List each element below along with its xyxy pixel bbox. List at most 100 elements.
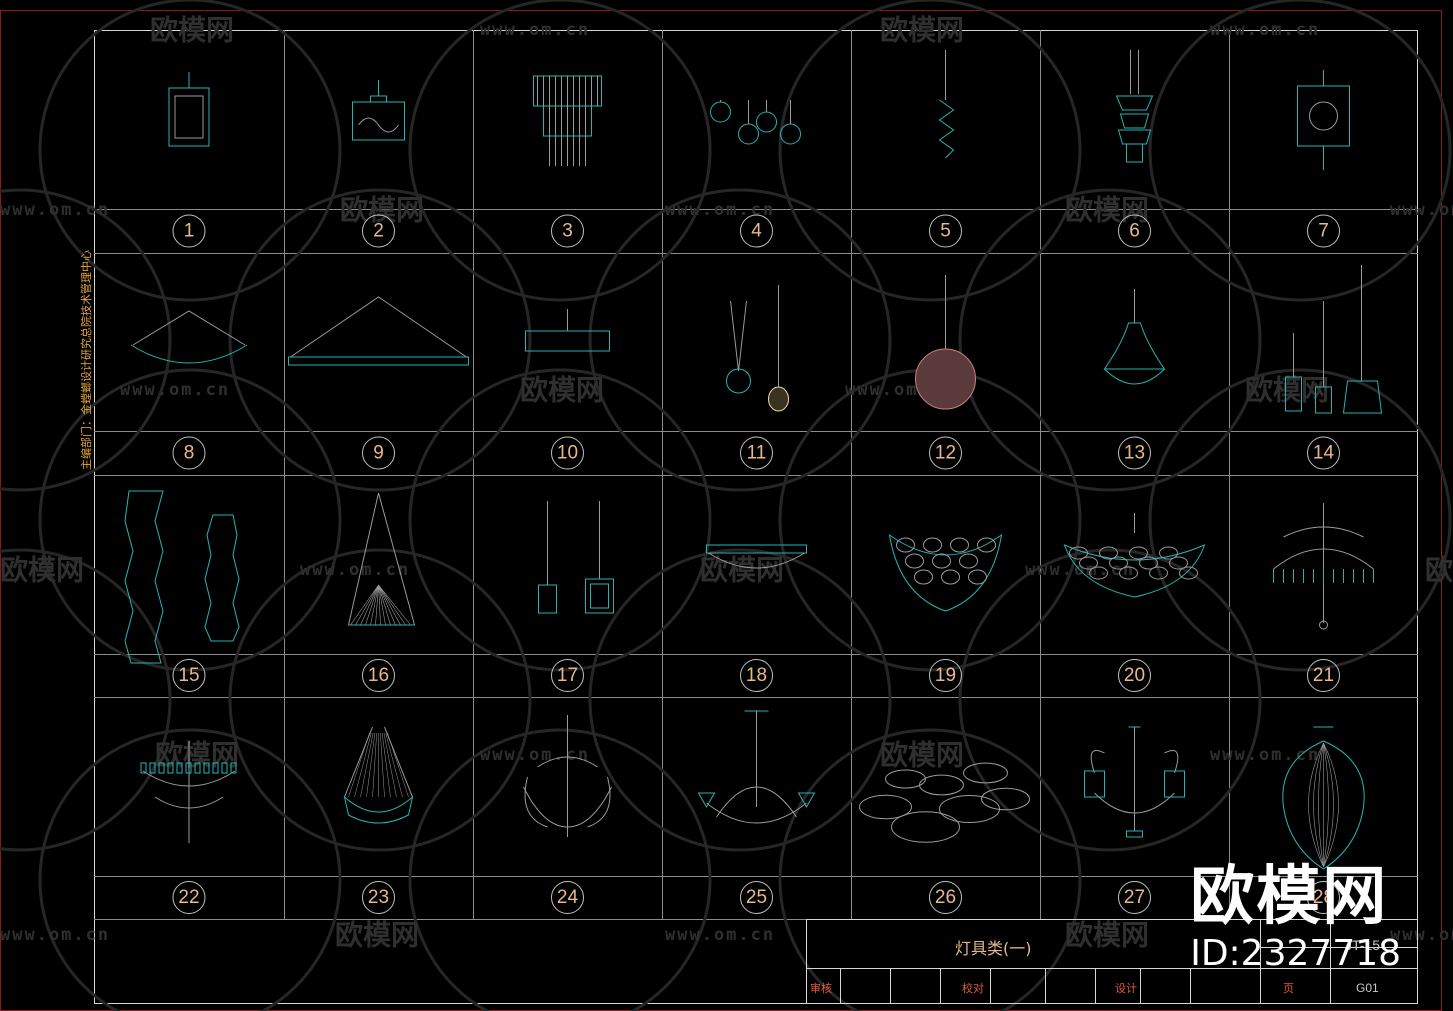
spiral-pendant-icon [938, 50, 955, 159]
fixture-cell: 28 [1282, 726, 1365, 914]
fixture-number-circle [172, 214, 206, 248]
fixture-number: 14 [1313, 443, 1335, 464]
watermark-url: www.om.cn [0, 925, 110, 945]
chinese-lantern-icon [1297, 70, 1350, 170]
fixture-number: 25 [746, 887, 767, 908]
flush-drum-icon [706, 544, 807, 569]
fixture-number-circle [740, 436, 773, 470]
watermark-brand: 欧模网 [1425, 554, 1453, 587]
fixture-number: 24 [557, 887, 579, 908]
bell-pendant-icon [1103, 289, 1166, 385]
fixture-number-circle [740, 659, 773, 692]
fixture-number: 7 [1318, 221, 1329, 242]
box-lantern-icon [352, 80, 405, 141]
crystal-cascade-icon [343, 726, 414, 824]
watermark-brand: 欧模网 [1245, 374, 1329, 407]
fixture-number: 5 [940, 221, 951, 242]
fixture-number: 18 [746, 665, 767, 686]
check-label: 校对 [962, 982, 984, 995]
review-label: 审核 [810, 982, 832, 995]
drawing-frame [94, 30, 1418, 1004]
fixture-cell: 9 [288, 296, 469, 470]
brand-id: ID:2327718 [1190, 933, 1401, 974]
sphere-pendant-icon [915, 275, 976, 410]
linear-box-icon [525, 309, 610, 352]
watermark-brand: 欧模网 [1065, 194, 1149, 227]
fixture-cell: 8 [130, 310, 248, 470]
watermark-url: www.om.cn [1210, 745, 1320, 765]
watermark-brand: 欧模网 [700, 554, 784, 587]
fixture-number-circle [929, 659, 962, 692]
scroll-chandelier-icon [523, 715, 612, 837]
watermark-url: www.om.cn [665, 200, 775, 220]
fixture-number: 27 [1124, 887, 1145, 908]
fixture-number-circle [1307, 214, 1340, 248]
fixture-cell: 1 [168, 72, 210, 248]
fixture-number-circle [362, 881, 395, 914]
paper-column-icon [124, 490, 240, 664]
glass-orb-pendant-icon [726, 285, 789, 412]
fixture-number: 20 [1124, 665, 1145, 686]
watermark-url: www.om.cn [0, 200, 110, 220]
fixture-number: 22 [178, 887, 199, 908]
fixture-number: 1 [184, 221, 195, 242]
fixture-cell: 24 [523, 715, 612, 914]
watermark-brand: 欧模网 [0, 554, 84, 587]
fixture-cell: 12 [915, 275, 976, 470]
fixture-number-circle [1118, 659, 1151, 692]
fixture-number-circle [362, 436, 395, 470]
watermark-url: www.om.cn [120, 380, 230, 400]
fixture-cell: 6 [1115, 50, 1154, 248]
fixture-number-circle [362, 659, 395, 692]
fixture-number: 6 [1129, 221, 1140, 242]
fixture-cell: 19 [888, 533, 1003, 692]
fixture-cell: 22 [140, 741, 237, 914]
fixture-number-circle [1118, 214, 1151, 248]
fixture-number: 17 [557, 665, 578, 686]
fixture-number-circle [740, 881, 773, 914]
watermark-url: www.om.cn [480, 745, 590, 765]
watermark-brand: 欧模网 [880, 14, 964, 47]
pagoda-pendant-icon [1115, 50, 1154, 163]
fixture-number: 12 [935, 443, 956, 464]
fixture-number-circle [551, 214, 584, 248]
brand-badge: 欧模网 ID:2327718 [1190, 862, 1401, 974]
tiered-crystal-icon [533, 75, 602, 166]
title-block [806, 919, 1418, 1004]
fixture-number: 8 [184, 443, 195, 464]
watermark-url: www.om.cn [1025, 560, 1135, 580]
petal-basin-icon [1063, 513, 1206, 598]
fixture-cell: 15 [124, 490, 240, 692]
watermark-url: www.om.cn [1210, 20, 1320, 40]
fixture-cell: 11 [726, 285, 789, 470]
fixture-cell: 25 [697, 710, 816, 914]
fixture-number: 4 [751, 221, 762, 242]
mesh-cocoon-icon [1282, 726, 1365, 870]
fixture-number-circle [172, 436, 206, 470]
fixture-number: 16 [368, 665, 389, 686]
watermark-brand: 欧模网 [520, 374, 604, 407]
fixture-number-circle [1307, 881, 1340, 914]
fixture-number-circle [551, 436, 584, 470]
square-lantern-icon [168, 72, 210, 147]
fixture-number: 3 [562, 221, 573, 242]
watermark-brand: 欧模网 [340, 194, 424, 227]
sheet-number: G01 [1356, 981, 1379, 995]
fixture-number: 26 [935, 887, 956, 908]
fixture-number-circle [740, 214, 773, 248]
disc-cluster-icon [859, 762, 1030, 843]
fixture-cell: 3 [533, 75, 602, 248]
brand-name: 欧模网 [1190, 860, 1389, 934]
fixture-number-circle [1307, 436, 1340, 470]
fixture-cell: 4 [710, 100, 801, 248]
candle-chandelier-icon [140, 741, 237, 843]
side-note: 主编部门：金螳螂设计研究总院技术管理中心 [80, 250, 93, 470]
fixture-number: 23 [368, 887, 389, 908]
fixture-number-circle [551, 881, 584, 914]
linear-pyramid-icon [288, 296, 469, 366]
watermark-url: www.om.cn [665, 925, 775, 945]
watermark-url: www.om.cn [480, 20, 590, 40]
